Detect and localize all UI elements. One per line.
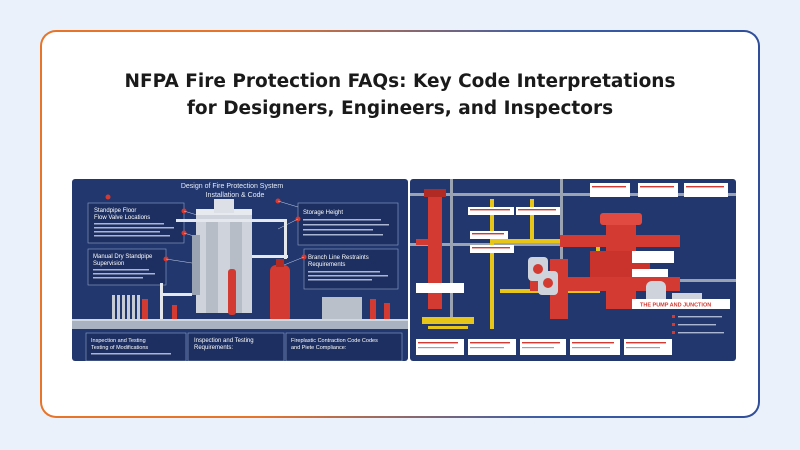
pump-junction-banner: THE PUMP AND JUNCTION — [640, 303, 711, 309]
label-standpipe-1: Standpipe Floor — [94, 208, 136, 214]
diagram-heading-1: Design of Fire Protection System — [181, 183, 283, 190]
card-frame: NFPA Fire Protection FAQs: Key Code Inte… — [40, 30, 760, 418]
label-inspection-mid-2: Requirements: — [194, 345, 233, 351]
title-line-1: NFPA Fire Protection FAQs: Key Code Inte… — [124, 71, 676, 92]
label-storage: Storage Height — [303, 210, 343, 216]
title-line-2: for Designers, Engineers, and Inspectors — [186, 98, 614, 119]
standpipe-system-illustration: Design of Fire Protection System Install… — [72, 179, 408, 361]
label-manual-1: Manual Dry Standpipe — [93, 254, 153, 260]
label-inspection-mid-1: Inspection and Testing — [194, 338, 254, 344]
label-fireplastic-1: Fireplastic Contraction Code Codes — [291, 338, 378, 344]
label-inspection-left-2: Testing of Modifications — [91, 345, 148, 351]
card: NFPA Fire Protection FAQs: Key Code Inte… — [42, 32, 758, 416]
label-manual-2: Supervision — [93, 261, 124, 267]
label-inspection-left-1: Inspection and Testing — [91, 338, 146, 344]
label-branch-2: Requirements — [308, 262, 345, 268]
label-standpipe-2: Flow Valve Locations — [94, 215, 150, 221]
label-branch-1: Branch Line Restraints — [308, 255, 369, 261]
pump-junction-illustration: THE PUMP AND JUNCTION — [410, 179, 736, 361]
diagram-heading-2: Installation & Code — [206, 192, 265, 199]
label-fireplastic-2: and Piete Compliance: — [291, 345, 347, 351]
page-title: NFPA Fire Protection FAQs: Key Code Inte… — [42, 68, 758, 122]
